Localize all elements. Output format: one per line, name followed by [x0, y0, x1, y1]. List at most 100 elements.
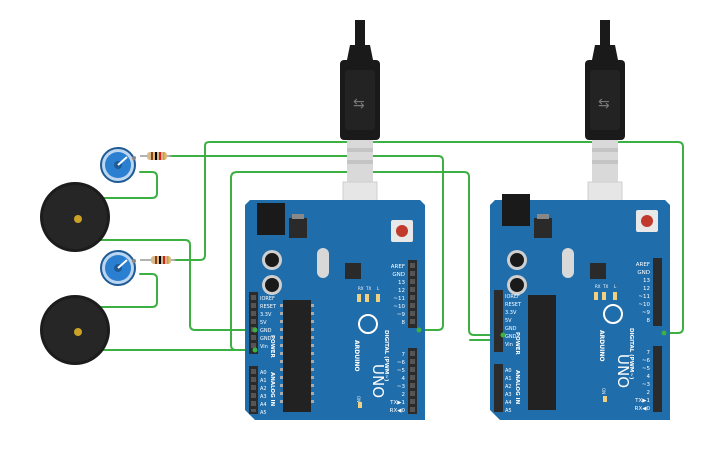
pin-a0: A0	[260, 370, 267, 376]
pin-gnd-d: GND	[392, 272, 405, 278]
pin-12: 12	[398, 288, 405, 294]
wire-pot1-link[interactable]	[94, 171, 158, 199]
svg-text:ARDUINO: ARDUINO	[353, 340, 360, 371]
wire-r2-to-top[interactable]	[174, 162, 206, 261]
pin-5v: 5V	[260, 320, 267, 326]
buzzer-1[interactable]	[40, 182, 110, 252]
wire-pot2-link[interactable]	[94, 273, 158, 308]
led-label-rx: RX	[358, 286, 364, 291]
pin-8: 8	[402, 320, 406, 326]
wire-pot1-to-board2[interactable]	[204, 141, 684, 334]
pin-reset: RESET	[505, 302, 522, 308]
pin-reset: RESET	[260, 304, 277, 310]
wire-buzzer1[interactable]	[94, 239, 256, 331]
pin-gnd-d: GND	[637, 270, 650, 276]
board-model: UNO	[369, 364, 387, 398]
led-label-l: L	[614, 284, 617, 289]
resistor-2[interactable]	[140, 256, 176, 264]
arduino-logo: ARDUINO	[353, 340, 360, 371]
pin-gnd-1: GND	[260, 328, 272, 334]
pin-vin: Vin	[505, 342, 513, 348]
digital-header-bottom[interactable]	[653, 346, 662, 412]
usb-cable-1[interactable]: ⇆	[340, 20, 380, 235]
digital-header-top[interactable]	[653, 258, 662, 326]
pin-13: 13	[398, 280, 405, 286]
power-jack	[257, 203, 285, 235]
pin-ioref: IOREF	[260, 296, 275, 302]
potentiometer-2[interactable]	[100, 250, 136, 286]
led-label-tx: TX	[365, 286, 371, 291]
led-label-l: L	[377, 286, 380, 291]
wire-r1-to-board1[interactable]	[169, 155, 444, 331]
pin-5v: 5V	[505, 318, 512, 324]
arduino-board-1[interactable]: RX TX L ARDUINO UNO ON IOREF RESET 3.3V	[245, 200, 425, 420]
pin-3v3: 3.3V	[260, 312, 272, 318]
pin-4: 4	[402, 376, 406, 382]
pin-9: ~9	[397, 312, 406, 318]
wires	[94, 141, 684, 351]
usb-icon: ⇆	[598, 96, 610, 112]
pin-10: ~10	[393, 304, 405, 310]
digital-label: DIGITAL (PWM~)	[383, 330, 389, 382]
pin-7: 7	[647, 350, 651, 356]
pin-rx0: RX◀0	[635, 406, 651, 412]
power-label: POWER	[514, 332, 520, 356]
pin-a2: A2	[505, 384, 512, 390]
digital-label: DIGITAL (PWM~)	[628, 328, 634, 380]
arduino-logo: ARDUINO	[598, 330, 605, 361]
svg-text:ARDUINO: ARDUINO	[598, 330, 605, 361]
pin-rx0: RX◀0	[390, 408, 406, 414]
pin-a4: A4	[260, 402, 267, 408]
power-label: POWER	[269, 335, 275, 359]
pin-aref: AREF	[636, 262, 650, 268]
pin-2: 2	[402, 392, 406, 398]
pin-a5: A5	[260, 410, 267, 416]
pin-a5: A5	[505, 408, 512, 414]
pin-ioref: IOREF	[505, 294, 520, 300]
pin-gnd-2: GND	[505, 334, 517, 340]
wire-board1-to-board2[interactable]	[230, 171, 504, 336]
arduino-board-2[interactable]: RX TX L ARDUINO UNO ON IOREF RESET 3.3V …	[490, 194, 670, 420]
pin-11: ~11	[638, 294, 650, 300]
infinity-logo-icon	[358, 314, 378, 334]
potentiometer-1[interactable]	[100, 147, 136, 183]
wire-endpoints	[252, 327, 667, 353]
buzzer-2[interactable]	[40, 295, 110, 365]
power-header[interactable]	[494, 290, 503, 352]
pin-3: ~3	[397, 384, 406, 390]
pin-a1: A1	[505, 376, 512, 382]
pin-4: 4	[647, 374, 651, 380]
pin-10: ~10	[638, 302, 650, 308]
pin-a1: A1	[260, 378, 267, 384]
on-label: ON	[356, 396, 361, 402]
analog-label: ANALOG IN	[514, 370, 520, 405]
led-label-rx: RX	[595, 284, 601, 289]
on-label: ON	[601, 388, 606, 394]
analog-header[interactable]	[494, 364, 503, 412]
pin-9: ~9	[642, 310, 651, 316]
resistor-1[interactable]	[140, 152, 172, 160]
pin-12: 12	[643, 286, 650, 292]
pin-a3: A3	[260, 394, 267, 400]
infinity-logo-icon	[603, 304, 623, 324]
pin-3v3: 3.3V	[505, 310, 517, 316]
pin-13: 13	[643, 278, 650, 284]
pin-gnd-2: GND	[260, 336, 272, 342]
digital-header-top[interactable]	[408, 260, 417, 328]
pin-tx1: TX▶1	[389, 400, 405, 406]
pin-7: 7	[402, 352, 406, 358]
pin-11: ~11	[393, 296, 405, 302]
pin-a2: A2	[260, 386, 267, 392]
board-model: UNO	[614, 354, 632, 388]
pin-tx1: TX▶1	[634, 398, 650, 404]
pin-a4: A4	[505, 400, 512, 406]
pin-6: ~6	[397, 360, 406, 366]
digital-header-bottom[interactable]	[408, 348, 417, 414]
power-jack	[502, 194, 530, 226]
pin-5: ~5	[642, 366, 651, 372]
pin-3: ~3	[642, 382, 651, 388]
pin-6: ~6	[642, 358, 651, 364]
pin-8: 8	[647, 318, 651, 324]
pin-aref: AREF	[391, 264, 405, 270]
